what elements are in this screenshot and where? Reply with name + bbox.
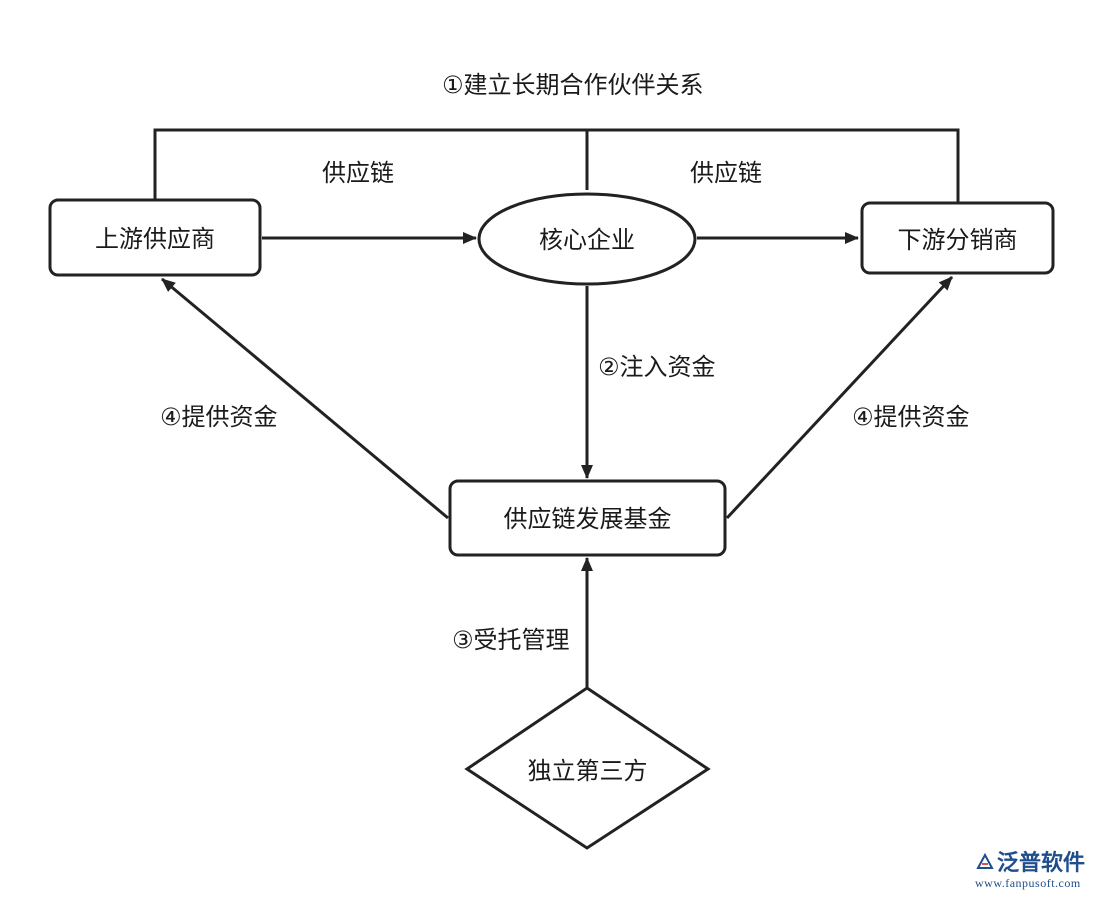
partnership-label: ①建立长期合作伙伴关系	[442, 71, 704, 99]
core-enterprise-ellipse	[477, 192, 697, 286]
trust-management-label: ③受托管理	[452, 626, 570, 654]
inject-capital-label: ②注入资金	[598, 353, 716, 381]
brand-watermark: 泛普软件 www.fanpusoft.com	[975, 850, 1100, 892]
provide-capital-label-right: ④提供资金	[852, 403, 970, 431]
third-party-diamond	[464, 686, 711, 850]
supply-chain-fund-box	[448, 479, 727, 557]
downstream-distributor-box	[860, 201, 1055, 275]
upstream-supplier-box	[48, 198, 262, 277]
downstream-distributor-text: 下游分销商	[897, 226, 1018, 254]
arrow-fund-to-downstream	[725, 275, 954, 520]
provide-capital-label-left: ④提供资金	[160, 403, 278, 431]
core-enterprise-text: 核心企业	[539, 226, 635, 254]
partnership-bracket	[153, 128, 960, 203]
supply-chain-label-right: 供应链	[690, 159, 762, 187]
third-party-text: 独立第三方	[527, 757, 648, 785]
supply-chain-fund-text: 供应链发展基金	[503, 505, 672, 533]
supply-chain-label-left: 供应链	[322, 159, 394, 187]
brand-url: www.fanpusoft.com	[975, 876, 1081, 890]
brand-logo-icon	[976, 852, 994, 869]
upstream-supplier-text: 上游供应商	[95, 225, 215, 253]
brand-name: 泛普软件	[997, 850, 1086, 876]
arrow-fund-to-upstream	[161, 277, 449, 520]
